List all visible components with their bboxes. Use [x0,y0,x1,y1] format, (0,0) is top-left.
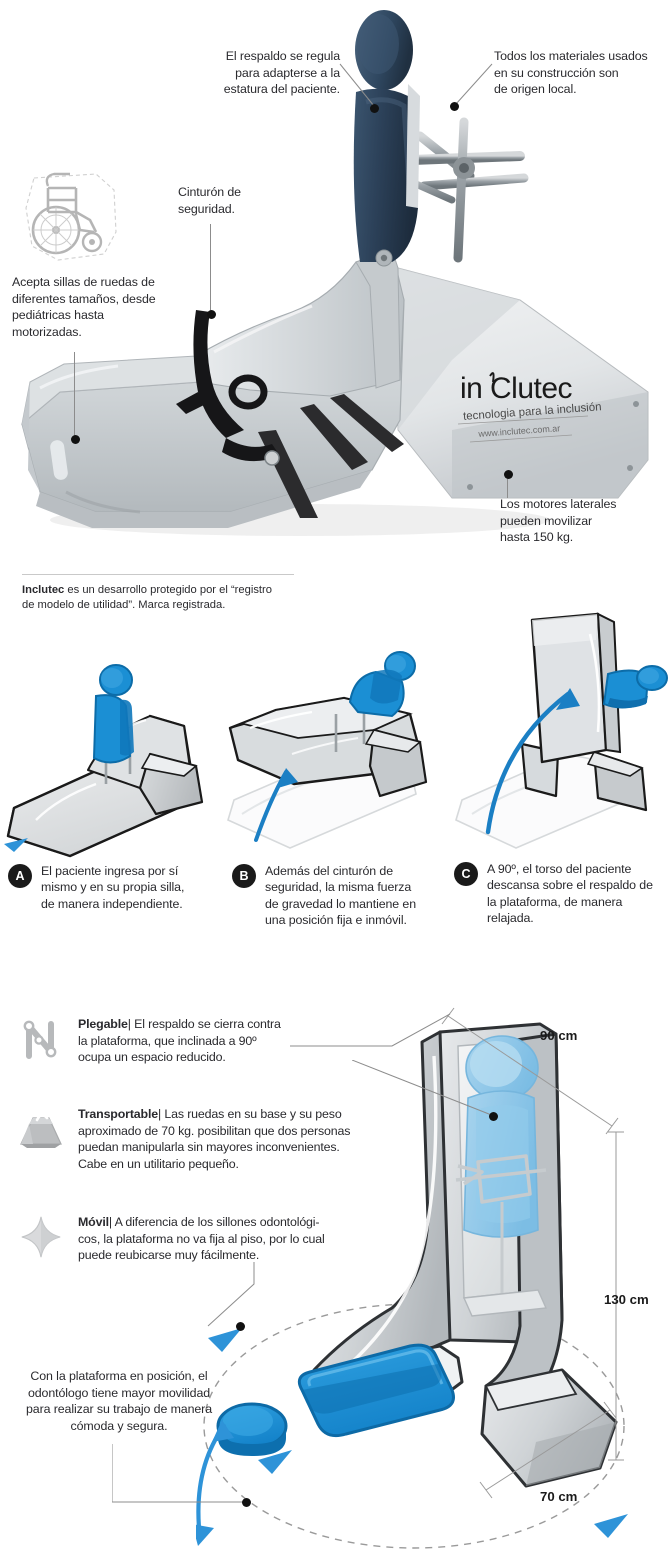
step-badge-b: B [232,864,256,888]
leader-line-backrest [339,63,375,107]
leader-line-wheelchair [74,352,75,438]
step-panel-a: A El paciente ingresa por sí mismo y en … [0,648,222,912]
step-text-a: El paciente ingresa por sí mismo y en su… [41,864,185,911]
trademark-brand: Inclutec [22,584,65,596]
feature-transportable-title: Transportable [78,1107,158,1121]
trademark-note: Inclutec es un desarrollo protegido por … [22,584,272,612]
step-figure-c [446,612,668,863]
dimension-label-depth: 70 cm [540,1489,578,1504]
feature-transportable-text: Transportable| Las ruedas en su base y s… [78,1107,351,1171]
feature-plegable: Plegable| El respaldo se cierra contra l… [18,1014,338,1066]
feature-movil-title: Móvil [78,1215,109,1229]
callout-wheelchair-sizes: Acepta sillas de ruedas de diferentes ta… [12,275,156,339]
platform-photo-illustration: in Clutec tecnologia para la inclusión w… [21,10,649,536]
callout-dot-bottom-caption [242,1498,251,1507]
callout-motors: Los motores laterales pueden movilizar h… [500,497,617,545]
step-caption-b: B Además del cinturón de seguridad, la m… [224,863,446,929]
step-badge-c: C [454,862,478,886]
callout-safety-belt: Cinturón de seguridad. [178,185,241,216]
leader-line-headrest [352,1060,495,1117]
logo-wordmark: in [460,372,482,405]
feature-movil: Móvil| A diferencia de los sillones odon… [18,1212,358,1264]
callout-dot-materials [450,102,459,111]
leader-line-plegable [290,1013,451,1047]
svg-text:Clutec: Clutec [490,372,573,405]
hero-product-photo: in Clutec tecnologia para la inclusión w… [0,0,668,560]
weight-block-icon [18,1106,64,1152]
folded-platform-diagram [192,990,668,1558]
dimension-label-height: 130 cm [604,1292,649,1307]
wheelchair-icon [18,168,128,268]
step-text-b: Además del cinturón de seguridad, la mis… [265,864,417,928]
callout-dot-wheelchair [71,435,80,444]
step-caption-c: C A 90º, el torso del paciente descansa … [446,861,668,927]
leader-line-movil [207,1262,255,1327]
feature-plegable-title: Plegable [78,1017,128,1031]
dimension-label-width: 90 cm [540,1028,578,1043]
callout-materials: Todos los materiales usados en su constr… [494,49,648,97]
step-figure-b [224,648,446,863]
leader-line-motors [507,478,508,498]
leader-line-safety-belt [210,224,211,313]
leader-line-materials [455,63,493,105]
feature-plegable-text: Plegable| El respaldo se cierra contra l… [78,1017,281,1065]
feature-transportable: Transportable| Las ruedas en su base y s… [18,1104,370,1172]
callout-dot-movil [236,1322,245,1331]
divider-rule [22,574,294,575]
step-panel-b: B Además del cinturón de seguridad, la m… [224,648,446,929]
callout-dot-backrest [370,104,379,113]
four-point-move-icon [18,1214,64,1260]
step-badge-a: A [8,864,32,888]
callout-dot-motors [504,470,513,479]
step-text-c: A 90º, el torso del paciente descansa so… [487,862,653,926]
folding-hinge-icon [18,1016,64,1062]
leader-line-bottom-caption [112,1444,250,1503]
feature-movil-text: Móvil| A diferencia de los sillones odon… [78,1215,325,1263]
callout-dot-headrest [489,1112,498,1121]
step-figure-a [0,648,222,863]
callout-backrest: El respaldo se regula para adapterse a l… [223,49,340,97]
step-caption-a: A El paciente ingresa por sí mismo y en … [0,863,222,912]
step-panel-c: C A 90º, el torso del paciente descansa … [446,612,668,927]
callout-dot-safety-belt [207,310,216,319]
bottom-caption: Con la plataforma en posición, el odontó… [25,1369,212,1433]
